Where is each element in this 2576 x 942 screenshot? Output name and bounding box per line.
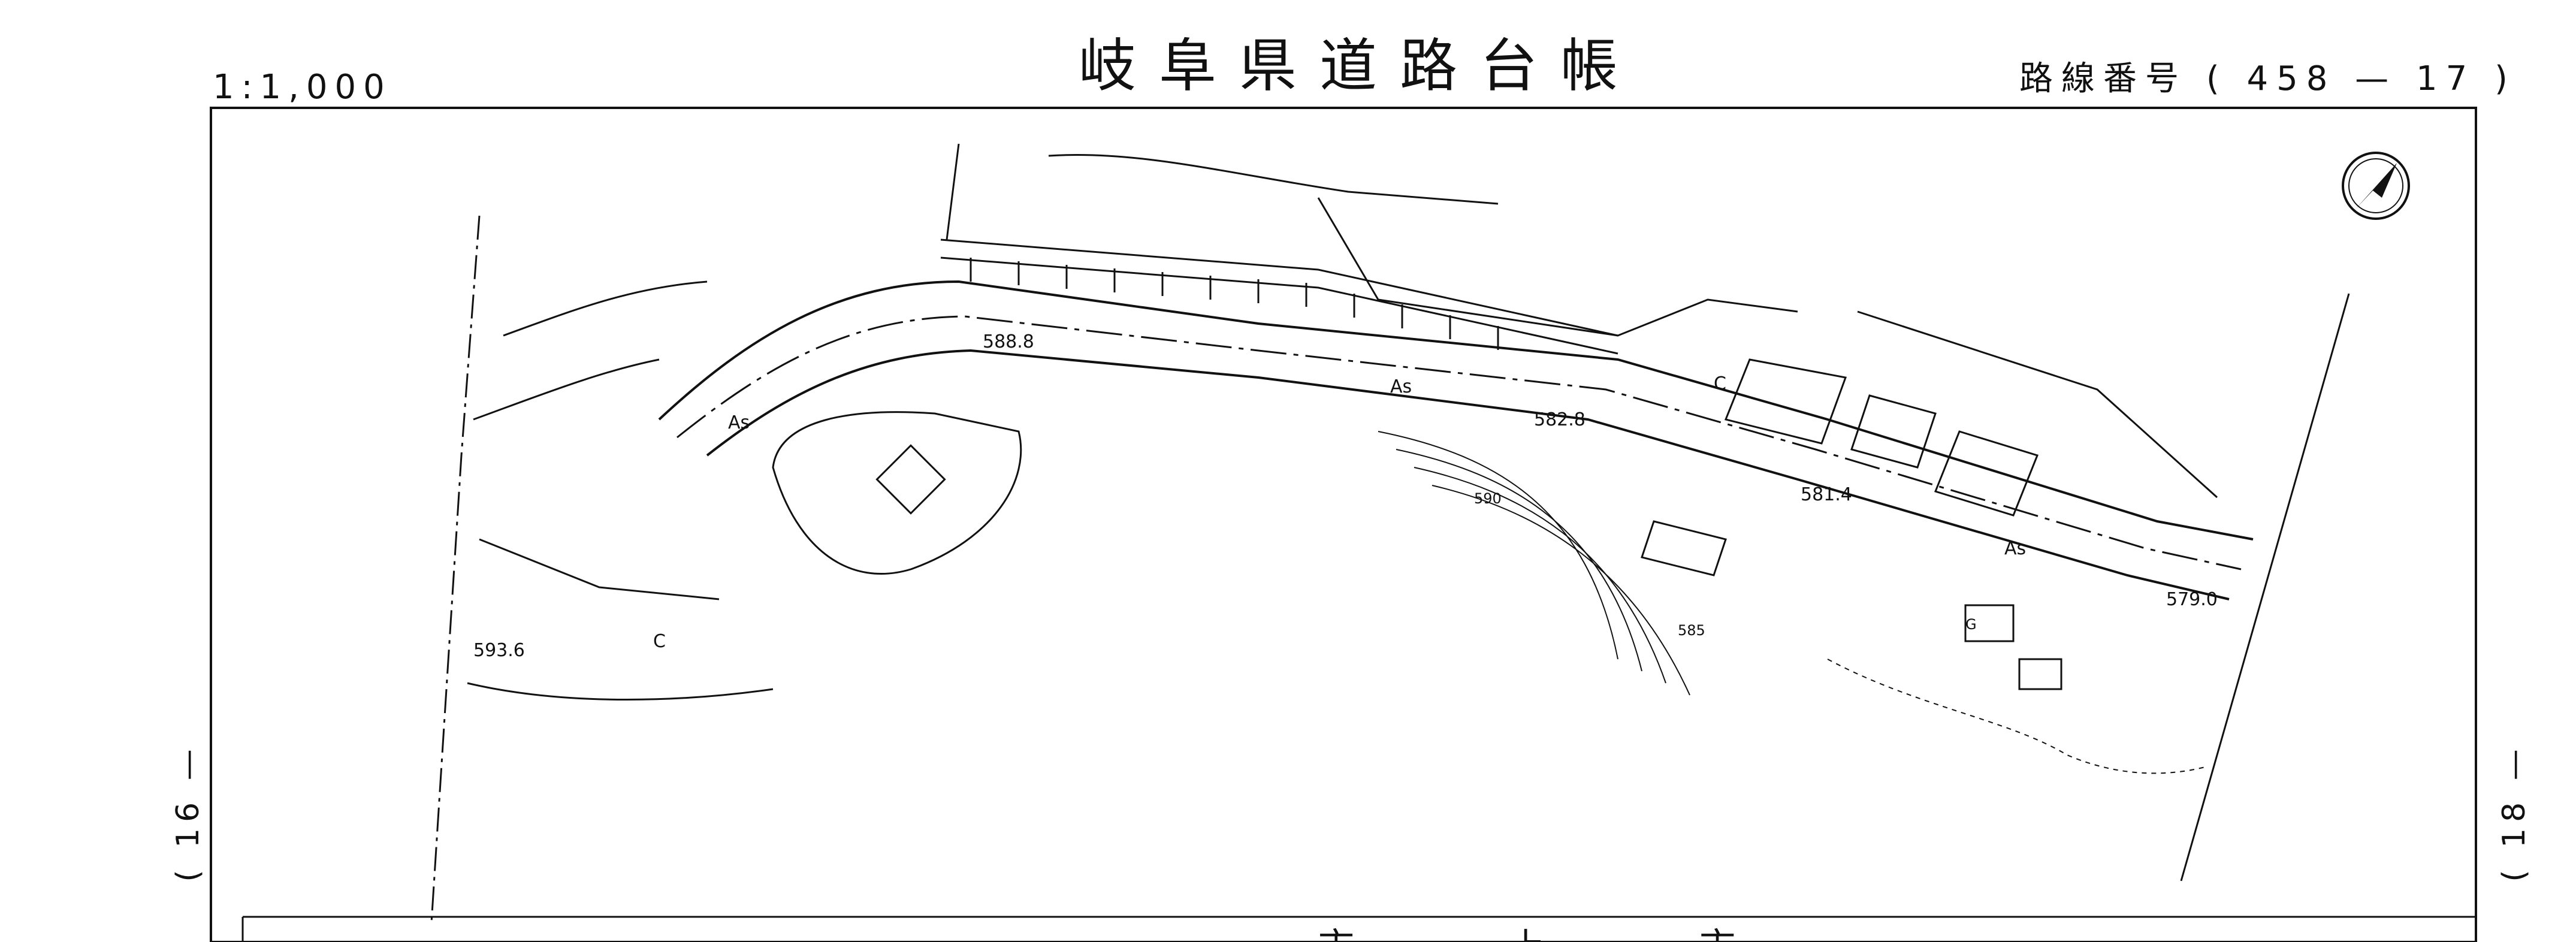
elevation-label: 579.0 (2166, 589, 2218, 610)
road-surface-label: As (728, 412, 750, 433)
embankment-north (940, 143, 2218, 499)
hill-outline (772, 411, 1022, 575)
road-surface-label: As (1390, 376, 1412, 397)
page-title: 岐阜県道路台帳 (1079, 32, 1641, 99)
north-arrow-icon (2342, 152, 2410, 220)
main-road (658, 280, 2254, 600)
contour-label: 585 (1678, 622, 1705, 639)
route-number-label: 路線番号 ( 458 — 17 ) (2019, 62, 2516, 96)
route-label: 路線番号 (2019, 59, 2187, 98)
elevation-label: 582.8 (1534, 409, 1586, 430)
map-symbol: G (1965, 616, 1977, 633)
elevation-label: 581.4 (1801, 484, 1852, 505)
map-frame (210, 107, 2477, 942)
right-boundary-line (2180, 293, 2350, 881)
southwest-parcels (467, 280, 774, 701)
contour-lines (1378, 431, 1690, 696)
map-symbol: C (1714, 373, 1726, 394)
route-number: ( 458 — 17 ) (2206, 59, 2516, 98)
road-surface-label: As (2004, 538, 2026, 559)
contour-label: 590 (1474, 490, 1502, 507)
bottom-partial-text: 市 上 市 (1318, 926, 1759, 942)
elevation-label: 593.6 (473, 640, 525, 661)
stream (1827, 659, 2206, 774)
elevation-label: 588.8 (983, 331, 1034, 352)
map-scale: 1:1,000 (213, 68, 392, 107)
map-symbol: C (653, 631, 666, 652)
left-boundary-line (430, 215, 481, 923)
buildings (1641, 358, 2062, 690)
